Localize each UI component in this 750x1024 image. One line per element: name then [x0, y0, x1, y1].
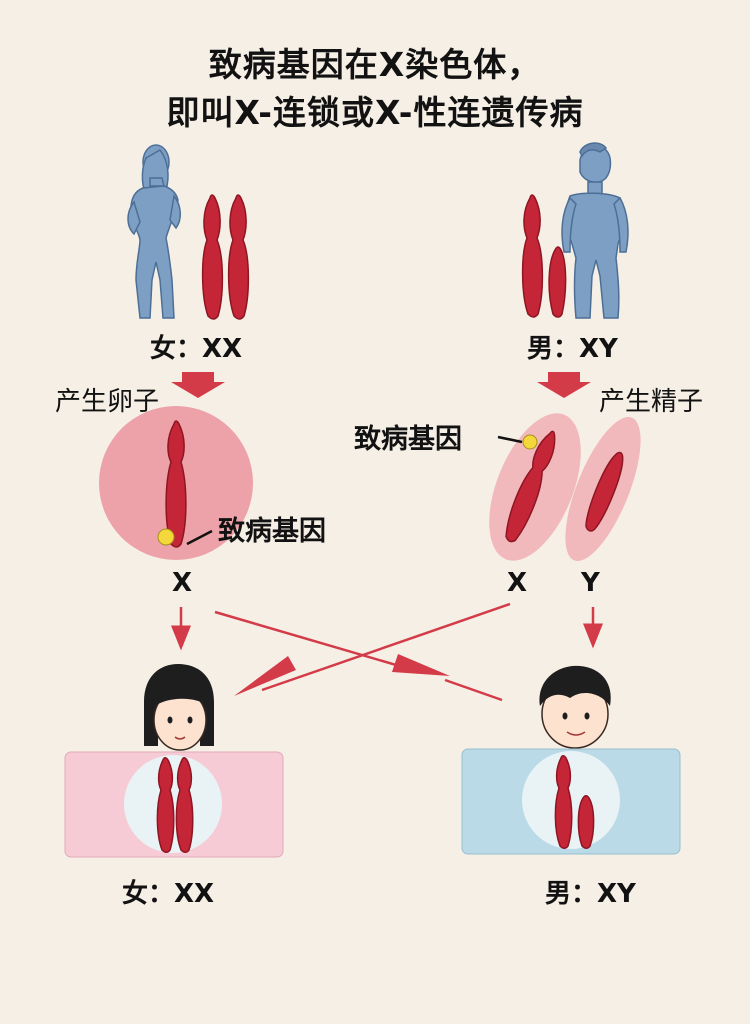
father-down-arrow	[537, 372, 591, 398]
sperm-gene-label: 致病基因	[354, 424, 462, 455]
egg-gene-label: 致病基因	[218, 516, 326, 547]
daughter-chromosome-x1	[156, 757, 175, 853]
son-face-icon	[539, 665, 611, 749]
son-genotype-label: 男：XY	[545, 879, 636, 909]
father-chromosome-y	[548, 246, 567, 318]
sperm-x-chromosome-label: X	[507, 568, 528, 598]
son-chromosome-x	[554, 755, 573, 849]
daughter-face-icon	[144, 664, 214, 751]
mother-down-arrow	[171, 372, 225, 398]
father-chromosome-x	[521, 194, 544, 318]
mother-genotype-label: 女：XX	[150, 334, 243, 364]
mother-chromosome-x2	[227, 194, 250, 320]
sperm-y-chromosome-label: Y	[581, 568, 600, 598]
egg-to-son-cross-arrow	[214, 610, 503, 702]
daughter-chromosome-x2	[175, 757, 194, 853]
sperm-chromosome-y	[585, 451, 624, 532]
sperm-x-to-daughter-cross-arrow	[234, 602, 511, 696]
mother-chromosome-x1	[201, 194, 224, 320]
sperm-chromosome-x	[505, 430, 556, 543]
father-genotype-label: 男：XY	[527, 334, 618, 364]
egg-gene-pointer	[186, 529, 213, 546]
title-line-1: 致病基因在X染色体，	[208, 45, 542, 84]
egg-gene-marker	[157, 528, 175, 546]
sperm-production-label: 产生精子	[599, 387, 704, 417]
female-silhouette-icon	[127, 144, 181, 319]
egg-chromosome-x	[165, 420, 187, 548]
son-chromosome-y	[577, 795, 595, 849]
sperm-gene-marker	[522, 434, 538, 450]
daughter-genotype-label: 女：XX	[122, 879, 215, 909]
title-line-2: 即叫X-连锁或X-性连遗传病	[166, 93, 584, 132]
sperm-gene-pointer	[497, 435, 523, 444]
egg-production-label: 产生卵子	[55, 387, 160, 417]
male-silhouette-icon	[561, 142, 629, 319]
egg-chromosome-label: X	[172, 568, 193, 598]
